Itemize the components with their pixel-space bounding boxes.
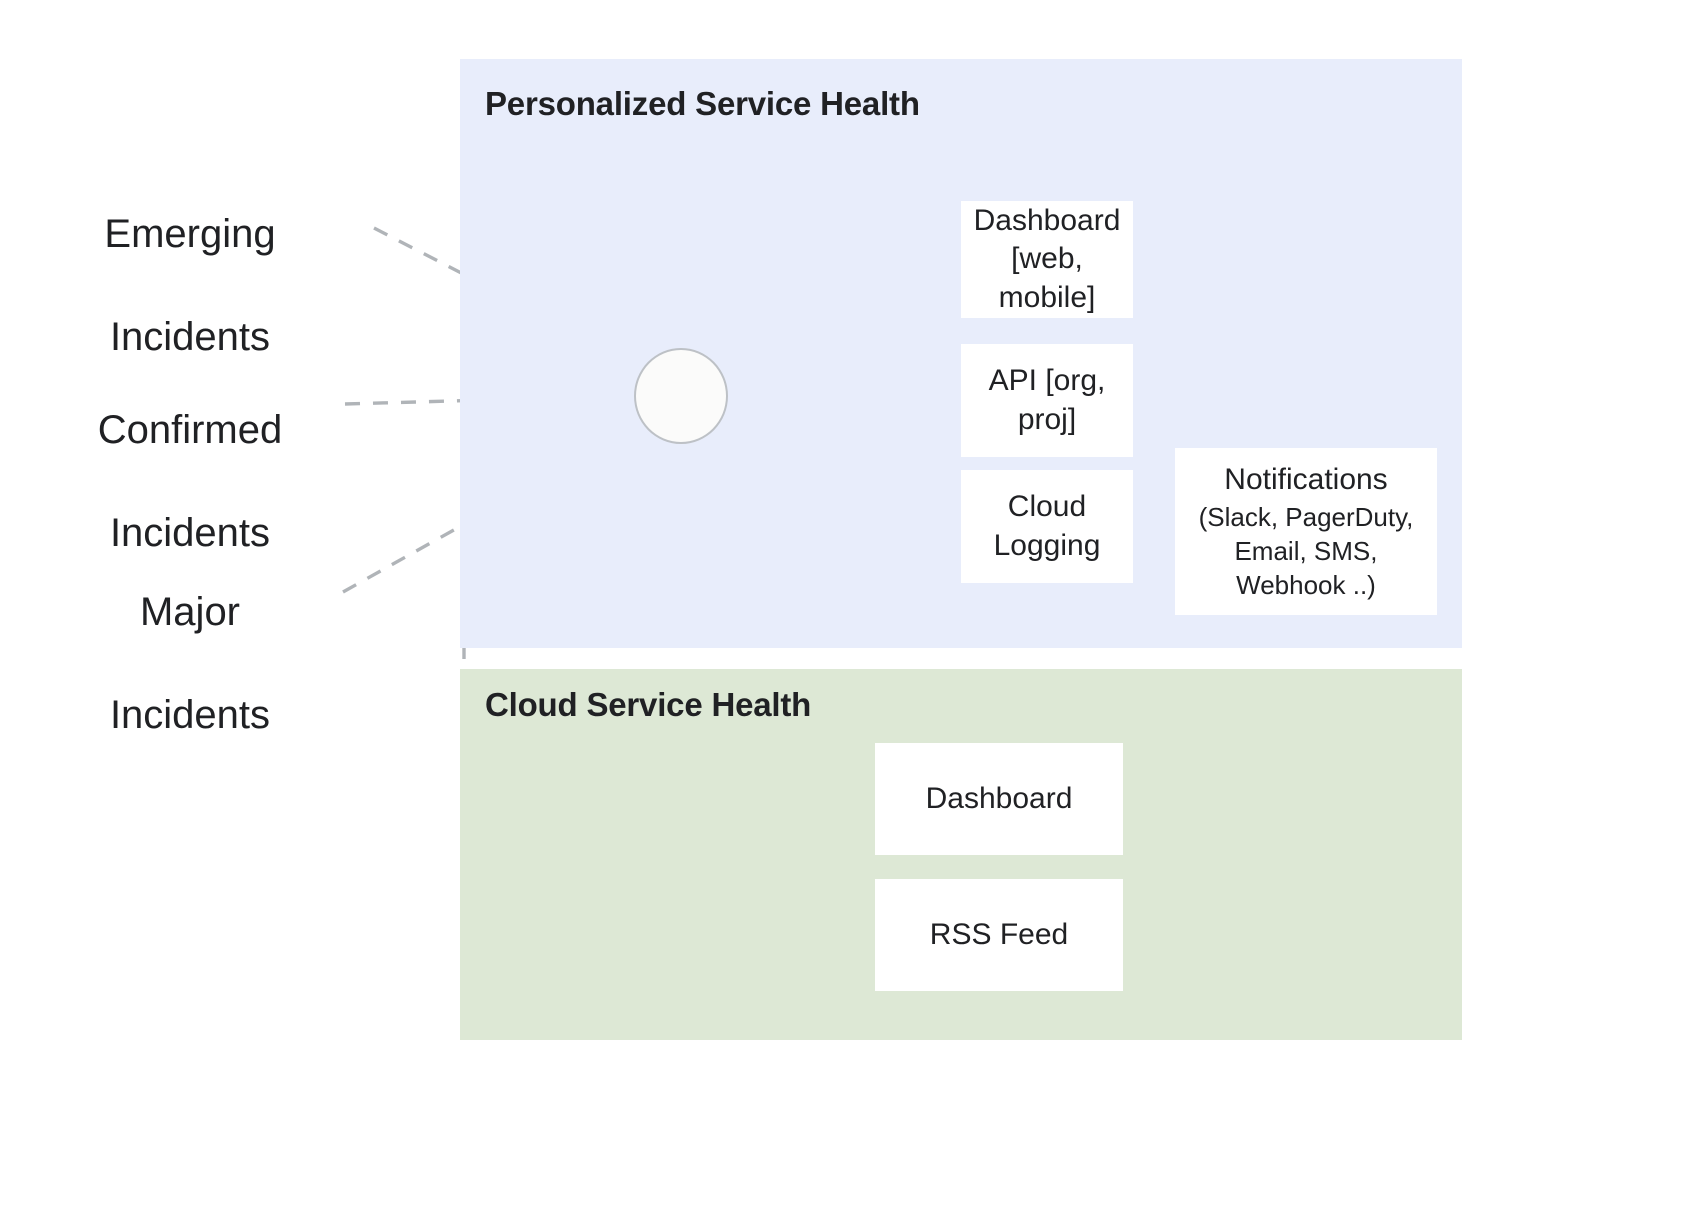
node-notifications-title: Notifications: [1224, 463, 1388, 497]
source-major-line2: Incidents: [109, 692, 271, 737]
node-rss-feed-label: RSS Feed: [929, 917, 1069, 951]
node-cloud-logging-line2: Logging: [993, 528, 1101, 562]
node-api-org-proj[interactable]: API [org, proj]: [961, 344, 1133, 457]
source-confirmed-line2: Incidents: [109, 510, 271, 555]
source-confirmed-line1: Confirmed: [97, 408, 283, 453]
node-rss-feed[interactable]: RSS Feed: [875, 879, 1123, 991]
node-notifications-channels: (Slack, PagerDuty, Email, SMS, Webhook .…: [1198, 501, 1414, 601]
node-dashboard-web-mobile[interactable]: Dashboard [web, mobile]: [961, 201, 1133, 318]
source-major-line1: Major: [139, 590, 241, 635]
node-cloud-logging-line1: Cloud: [1007, 490, 1087, 524]
node-api-org-proj-line1: API [org, proj]: [988, 364, 1106, 436]
source-label-confirmed-incidents: Confirmed Incidents: [60, 354, 320, 610]
panel-title-personalized-service-health: Personalized Service Health: [485, 85, 920, 122]
node-dashboard-web-mobile-line1: Dashboard: [973, 203, 1121, 237]
node-cloud-dashboard[interactable]: Dashboard: [875, 743, 1123, 855]
source-emerging-line2: Incidents: [109, 314, 271, 359]
node-cloud-logging[interactable]: Cloud Logging: [961, 470, 1133, 583]
source-label-emerging-incidents: Emerging Incidents: [60, 158, 320, 414]
aggregation-hub: [634, 348, 728, 444]
node-cloud-dashboard-label: Dashboard: [925, 781, 1073, 815]
source-label-major-incidents: Major Incidents: [60, 536, 320, 792]
source-emerging-line1: Emerging: [104, 212, 276, 257]
node-dashboard-web-mobile-line2: [web, mobile]: [998, 242, 1096, 314]
node-notifications[interactable]: Notifications (Slack, PagerDuty, Email, …: [1175, 448, 1437, 615]
panel-title-cloud-service-health: Cloud Service Health: [485, 686, 812, 723]
